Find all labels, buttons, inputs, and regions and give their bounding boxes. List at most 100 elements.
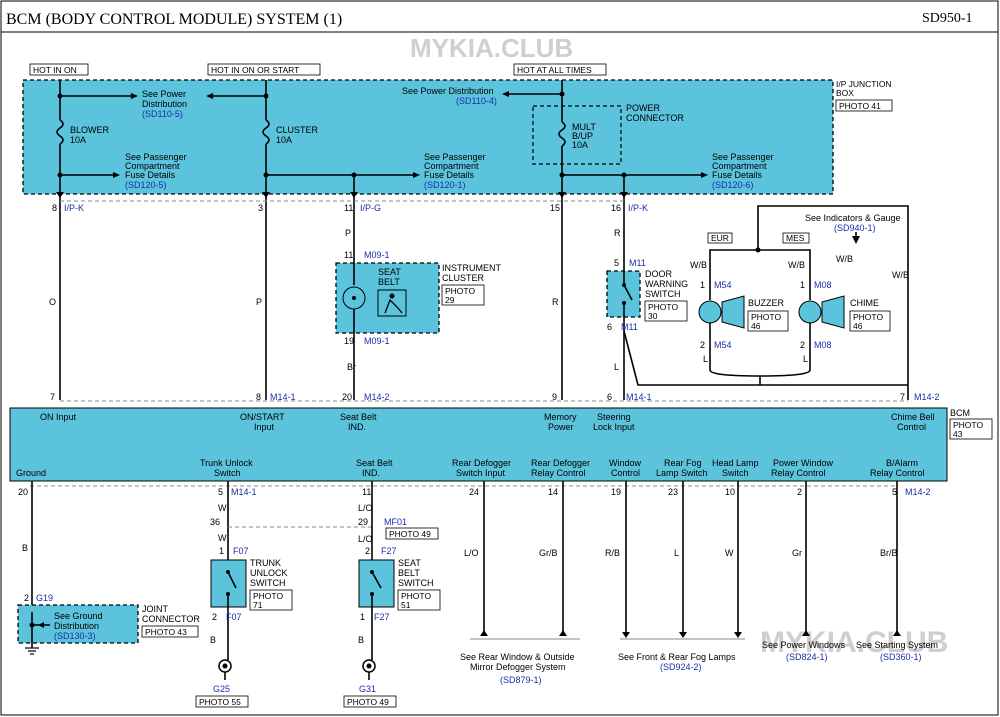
joint-name-2: CONNECTOR <box>142 614 200 624</box>
hot-in-on-start-label: HOT IN ON OR START <box>211 65 299 75</box>
mult-fuse-name-1: MULT <box>572 122 596 132</box>
bcm-pw-2: Relay Control <box>771 468 826 478</box>
wire-color-w-1: W <box>218 503 227 513</box>
blower-fuse-rating: 10A <box>70 135 86 145</box>
door-switch-conn-top: M11 <box>629 258 646 268</box>
mult-fuse-icon <box>558 121 566 147</box>
wire-color-wb-1: W/B <box>836 254 853 264</box>
ref-ground-l2: Distribution <box>54 621 99 631</box>
bcm-pin-6: 6 <box>607 392 612 402</box>
ref-pass2-l2: Compartment <box>424 161 479 171</box>
junction-photo: PHOTO 41 <box>839 101 881 111</box>
ref-pass1-l3: Fuse Details <box>125 170 176 180</box>
mult-fuse-rating: 10A <box>572 140 588 150</box>
ref-pass2-code[interactable]: (SD120-1) <box>424 180 466 190</box>
wire-color-p-2: P <box>345 228 351 238</box>
ref-pass1-code[interactable]: (SD120-5) <box>125 180 167 190</box>
ref-power-windows-code[interactable]: (SD824-1) <box>786 652 828 662</box>
bcm-seatsw-2: IND. <box>362 468 380 478</box>
trunk-conn-bot: F07 <box>226 612 242 622</box>
ref-power1-l1: See Power <box>142 89 186 99</box>
bcm-module <box>9 407 948 482</box>
ground-g25: G25 <box>213 684 230 694</box>
bcm-head-2: Switch <box>722 468 749 478</box>
buzzer-photo-1: PHOTO <box>751 312 781 322</box>
cluster-conn-top: M09-1 <box>364 250 390 260</box>
ref-ground-code[interactable]: (SD130-3) <box>54 631 96 641</box>
blower-fuse-icon <box>56 119 64 145</box>
seat-name-2: BELT <box>398 568 420 578</box>
hot-in-on-start-box <box>207 63 321 76</box>
bcm-conn-m141-top-b: M14-1 <box>626 392 652 402</box>
seat-conn-top: F27 <box>381 546 397 556</box>
bcm-trunk-2: Switch <box>214 468 241 478</box>
bcm-rdef-sw-2: Switch Input <box>456 468 506 478</box>
cluster-name-1: INSTRUMENT <box>442 263 501 273</box>
buzzer-name: BUZZER <box>748 298 785 308</box>
wire-color-l-chime: L <box>803 354 808 364</box>
ref-fog-l1: See Front & Rear Fog Lamps <box>618 652 736 662</box>
bcm-bot-conn-m141: M14-1 <box>231 487 257 497</box>
trunk-photo-1: PHOTO <box>253 591 283 601</box>
joint-pin-2: 2 <box>24 593 29 603</box>
ref-starting-code[interactable]: (SD360-1) <box>880 652 922 662</box>
bcm-bot-pin-19: 19 <box>611 487 621 497</box>
cluster-name-2: CLUSTER <box>442 273 485 283</box>
chime-conn-top: M08 <box>814 280 832 290</box>
bcm-conn-m142-top-a: M14-2 <box>364 392 390 402</box>
ref-power-windows-l1: See Power Windows <box>762 640 846 650</box>
hot-at-all-times-box <box>513 63 607 76</box>
pin-15-top: 15 <box>550 203 560 213</box>
ref-power2-code[interactable]: (SD110-4) <box>456 96 497 106</box>
cluster-belt-label: BELT <box>378 277 400 287</box>
power-connector-box <box>532 105 622 165</box>
wire-color-brb: Br/B <box>880 548 898 558</box>
ref-power1-l2: Distribution <box>142 99 187 109</box>
trunk-pin-36: 36 <box>210 517 220 527</box>
chime-conn-bot: M08 <box>814 340 832 350</box>
joint-conn-g19: G19 <box>36 593 53 603</box>
seat-photo-2: 51 <box>401 600 411 610</box>
ref-pass2-l3: Fuse Details <box>424 170 475 180</box>
door-switch-name-1: DOOR <box>645 269 673 279</box>
ref-pass3-code[interactable]: (SD120-6) <box>712 180 754 190</box>
bcm-steering-2: Lock Input <box>593 422 635 432</box>
seat-switch-icon <box>371 571 382 589</box>
ref-pass3-l3: Fuse Details <box>712 170 763 180</box>
bcm-bot-pin-10: 10 <box>725 487 735 497</box>
trunk-pin-1: 1 <box>219 546 224 556</box>
conn-ipg: I/P-G <box>360 203 381 213</box>
power-connector-l2: CONNECTOR <box>626 113 684 123</box>
seat-pin-29: 29 <box>358 517 368 527</box>
buzzer-photo-2: 46 <box>751 321 761 331</box>
door-switch-name-3: SWITCH <box>645 289 681 299</box>
ref-fog-code[interactable]: (SD924-2) <box>660 662 702 672</box>
ref-power1-code[interactable]: (SD110-5) <box>142 109 183 119</box>
bcm-pin-8: 8 <box>256 392 261 402</box>
bcm-pin-7a: 7 <box>50 392 55 402</box>
blower-fuse-name: BLOWER <box>70 125 110 135</box>
cluster-fuse-rating: 10A <box>276 135 292 145</box>
seat-conn-bot: F27 <box>374 612 390 622</box>
bcm-bot-conn-m142: M14-2 <box>905 487 931 497</box>
wire-color-rb: R/B <box>605 548 620 558</box>
bcm-conn-m141-top: M14-1 <box>270 392 296 402</box>
bcm-bot-pin-5b: 5 <box>892 487 897 497</box>
chime-region: MES <box>786 233 805 243</box>
watermark-top: MYKIA.CLUB <box>410 33 573 63</box>
ground-g31: G31 <box>359 684 376 694</box>
ref-indicators-code[interactable]: (SD940-1) <box>834 223 876 233</box>
door-switch-conn-bot: M11 <box>621 322 638 332</box>
cluster-fuse-name: CLUSTER <box>276 125 319 135</box>
hot-in-on-box <box>29 63 89 76</box>
chime-icon <box>798 300 822 324</box>
wire-color-lo-1: L/O <box>358 503 373 513</box>
bcm-bot-pin-5a: 5 <box>218 487 223 497</box>
wire-color-grb: Gr/B <box>539 548 558 558</box>
buzzer-region: EUR <box>711 233 729 243</box>
bcm-ground: Ground <box>16 468 46 478</box>
ref-rear-window-code[interactable]: (SD879-1) <box>500 675 542 685</box>
hot-at-all-times-label: HOT AT ALL TIMES <box>517 65 592 75</box>
